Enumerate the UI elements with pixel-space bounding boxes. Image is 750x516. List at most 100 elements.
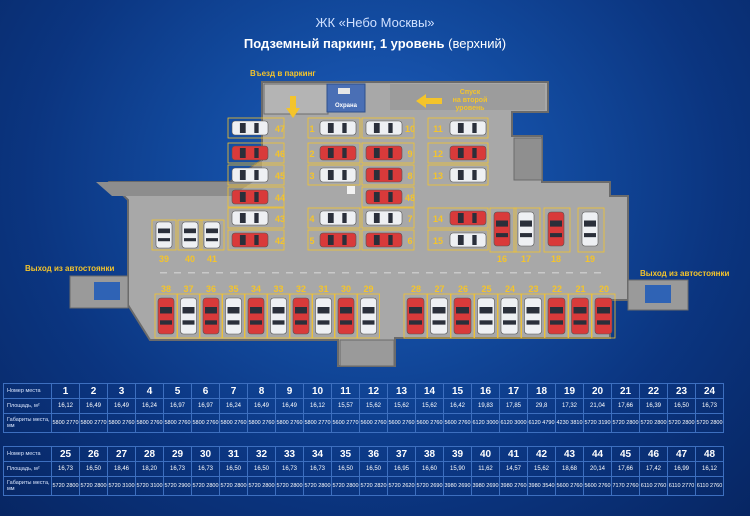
spot-area-cell: 16,42 xyxy=(443,398,472,414)
lane-marking xyxy=(440,272,447,274)
car xyxy=(180,297,197,335)
spot-area-cell: 16,73 xyxy=(51,461,80,477)
spot-area-cell: 16,97 xyxy=(163,398,192,414)
car xyxy=(319,210,357,226)
spot-number-16: 16 xyxy=(497,254,507,264)
lane-marking xyxy=(566,272,573,274)
header-number: Номер места xyxy=(3,446,52,462)
car xyxy=(292,297,310,335)
lane-marking xyxy=(314,272,321,274)
spot-marking xyxy=(267,293,290,339)
spot-area-cell: 15,90 xyxy=(443,461,472,477)
spot-area-cell: 18,46 xyxy=(107,461,136,477)
spot-number-cell: 45 xyxy=(611,446,640,462)
car xyxy=(231,189,269,205)
spot-marking xyxy=(361,207,415,229)
car xyxy=(547,211,565,247)
spot-marking xyxy=(427,293,451,339)
spot-marking xyxy=(489,207,517,253)
spot-area-cell: 11,62 xyxy=(471,461,500,477)
spot-dims-cell: 5720 2800 xyxy=(275,476,304,496)
spot-number-cell: 25 xyxy=(51,446,80,462)
spot-area-cell: 16,50 xyxy=(331,461,360,477)
car xyxy=(319,232,357,248)
spot-number-cell: 8 xyxy=(247,383,276,399)
spot-number-48: 48 xyxy=(405,193,415,203)
spot-number-cell: 29 xyxy=(163,446,192,462)
spot-number-cell: 3 xyxy=(107,383,136,399)
descent-label-2: на второй xyxy=(453,96,488,104)
spot-number-cell: 13 xyxy=(387,383,416,399)
spot-dims-cell: 5600 2760 xyxy=(415,413,444,433)
spot-dims-cell: 6120 4790 xyxy=(527,413,556,433)
title-main: Подземный паркинг, 1 уровень xyxy=(243,36,445,51)
exit-right-label: Выход из автостоянки xyxy=(640,269,729,278)
spot-number-25: 25 xyxy=(481,284,491,294)
spot-dims-cell: 5800 2770 xyxy=(51,413,80,433)
car xyxy=(231,120,269,136)
spot-marking xyxy=(227,229,285,251)
spot-dims-cell: 5720 2690 xyxy=(415,476,444,496)
spot-area-cell: 17,32 xyxy=(555,398,584,414)
spot-number-cell: 39 xyxy=(443,446,472,462)
spot-area-cell: 16,50 xyxy=(359,461,388,477)
lane-marking xyxy=(580,272,587,274)
spot-number-21: 21 xyxy=(575,284,585,294)
spot-dims-cell: 5720 2800 xyxy=(667,413,696,433)
spot-area-cell: 16,73 xyxy=(163,461,192,477)
spot-area-cell: 16,24 xyxy=(135,398,164,414)
header-area: Площадь, м² xyxy=(3,398,52,414)
title-level: (верхний) xyxy=(448,36,507,51)
spot-number-cell: 38 xyxy=(415,446,444,462)
car xyxy=(449,232,487,248)
spot-number-cell: 41 xyxy=(499,446,528,462)
spot-number-cell: 30 xyxy=(191,446,220,462)
spot-dims-cell: 6110 2760 xyxy=(695,476,724,496)
spot-area-cell: 16,73 xyxy=(275,461,304,477)
car xyxy=(449,145,487,161)
spot-number-26: 26 xyxy=(458,284,468,294)
spot-number-cell: 47 xyxy=(667,446,696,462)
car xyxy=(155,221,173,249)
spot-dims-cell: 5720 2800 xyxy=(191,476,220,496)
spot-marking xyxy=(307,229,361,251)
spot-area-cell: 15,57 xyxy=(331,398,360,414)
car xyxy=(453,297,472,335)
descent-label-3: уровень xyxy=(456,105,486,112)
spot-dims-cell: 5600 2760 xyxy=(555,476,584,496)
spot-dims-cell: 5800 2760 xyxy=(275,413,304,433)
spot-number-20: 20 xyxy=(599,284,609,294)
car xyxy=(365,120,403,136)
spot-number-cell: 43 xyxy=(555,446,584,462)
spot-number-cell: 48 xyxy=(695,446,724,462)
spot-marking xyxy=(227,186,285,208)
car xyxy=(225,297,242,335)
spot-dims-cell: 5720 2800 xyxy=(51,476,80,496)
spot-area-cell: 17,42 xyxy=(639,461,668,477)
lane-marking xyxy=(342,272,349,274)
spot-area-cell: 17,66 xyxy=(611,461,640,477)
camera-icon xyxy=(338,88,350,94)
spot-area-cell: 16,73 xyxy=(303,461,332,477)
spot-number-14: 14 xyxy=(433,214,443,224)
car xyxy=(231,167,269,183)
lane-marking xyxy=(328,272,335,274)
descent-arrow-icon xyxy=(416,94,442,108)
entry-arrow-icon xyxy=(286,96,300,118)
car xyxy=(247,297,265,335)
spot-dims-cell: 5720 3190 xyxy=(583,413,612,433)
spot-marking xyxy=(227,142,285,164)
spot-area-cell: 16,12 xyxy=(51,398,80,414)
spot-marking xyxy=(361,117,415,139)
spot-marking xyxy=(307,164,361,186)
lane-marking xyxy=(286,272,293,274)
spot-area-cell: 17,66 xyxy=(611,398,640,414)
car xyxy=(365,167,403,183)
spot-marking xyxy=(199,293,223,339)
spot-number-cell: 9 xyxy=(275,383,304,399)
spot-dims-cell: 5800 2760 xyxy=(247,413,276,433)
spot-dims-cell: 5720 3100 xyxy=(107,476,136,496)
spot-area-cell: 15,62 xyxy=(415,398,444,414)
